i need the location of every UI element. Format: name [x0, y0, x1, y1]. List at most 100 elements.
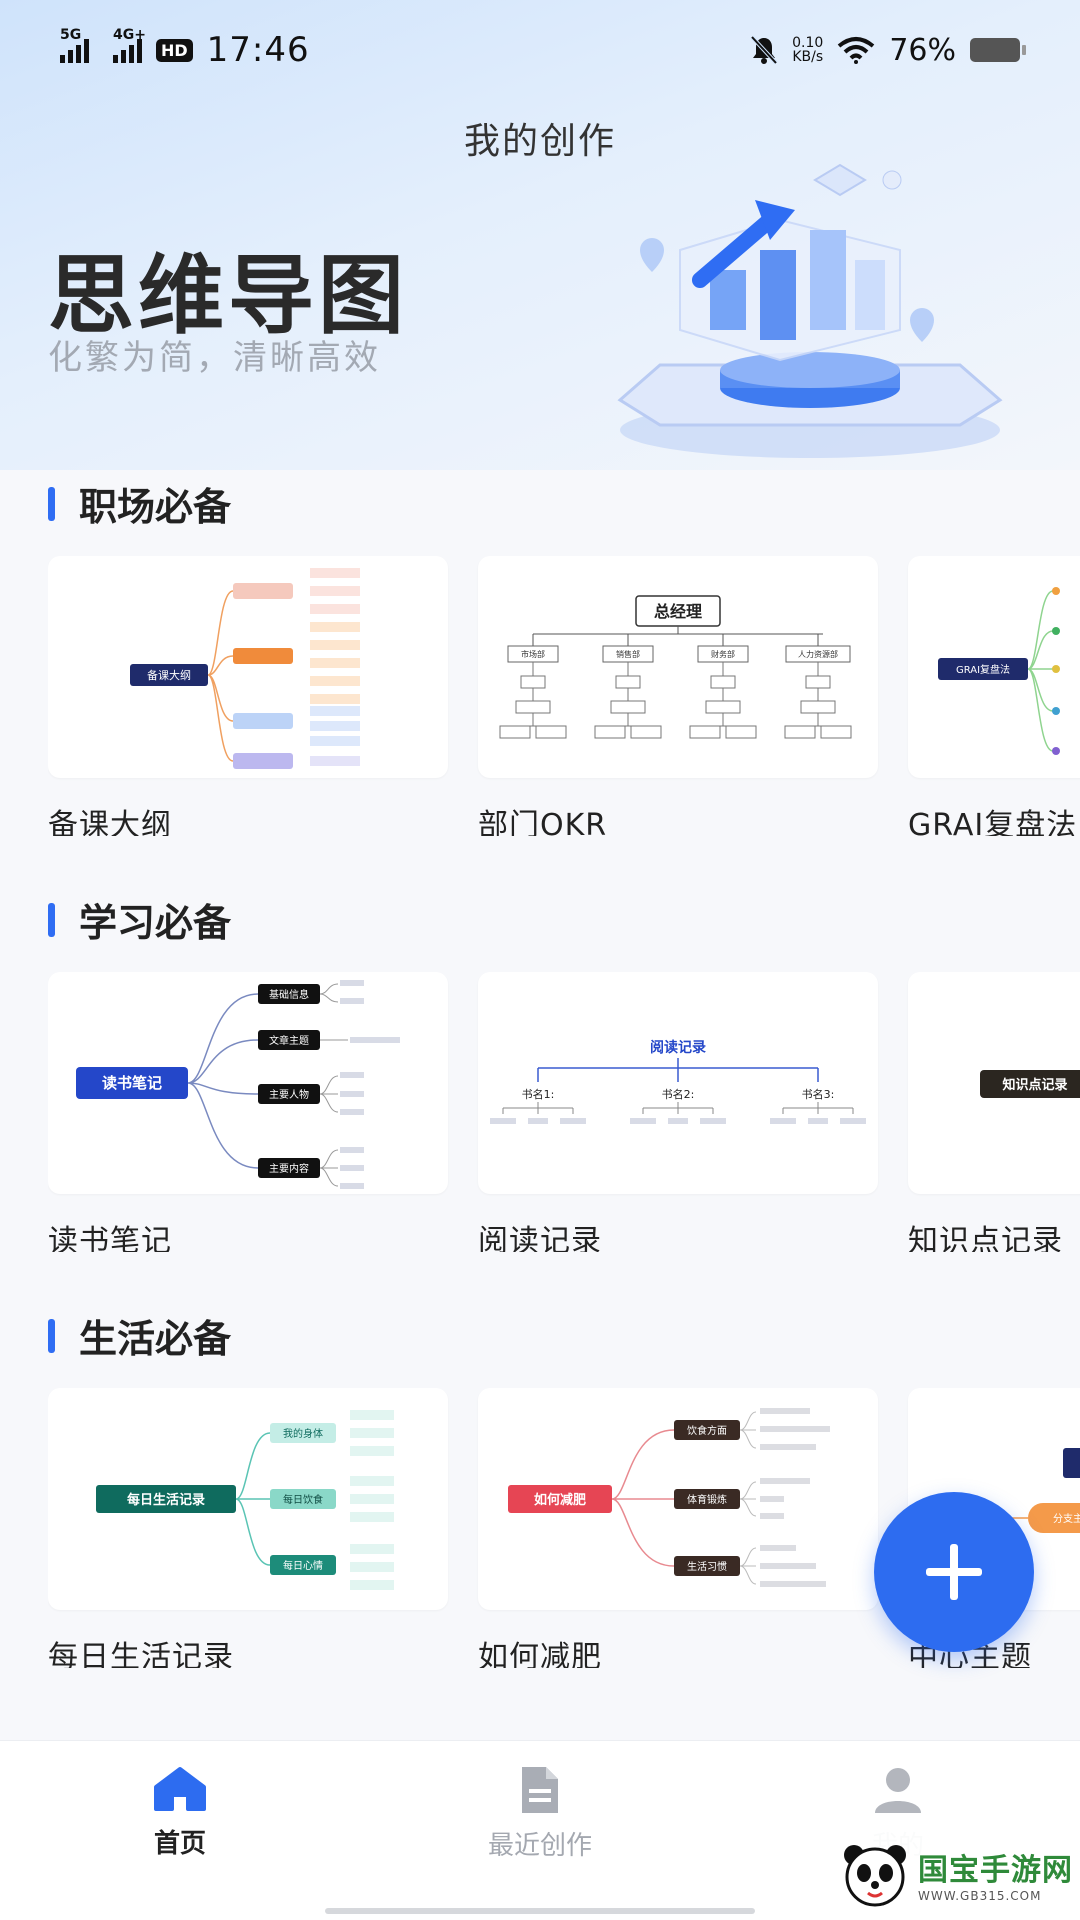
branch-node: 生活习惯: [687, 1560, 727, 1573]
template-card-reading-log[interactable]: 阅读记录 书名1: 书名2: 书名3: 阅读记录: [478, 972, 878, 1252]
clock: 17:46: [206, 30, 310, 70]
network-5g-label: 5G: [60, 27, 82, 43]
branch-node: 每日饮食: [283, 1493, 323, 1506]
dept-node: 财务部: [711, 649, 735, 659]
branch-node: 主要人物: [269, 1088, 309, 1101]
network-speed: 0.10 KB/s: [792, 36, 823, 64]
tree-thumbnail: 阅读记录 书名1: 书名2: 书名3:: [490, 1039, 866, 1124]
card-thumbnail: 每日生活记录 我的身体 每日饮食 每日心情: [48, 1388, 448, 1610]
dept-node: 市场部: [521, 649, 545, 659]
org-chart-thumbnail: 总经理 市场部 销售部 财务部 人力资源部: [499, 595, 852, 739]
card-label: 备课大纲: [48, 808, 172, 836]
template-card-reading-notes[interactable]: 读书笔记 基础信息 文章主题 主要人物 主要内容 读书笔记: [48, 972, 448, 1252]
page-title: 我的创作: [463, 121, 616, 162]
mindmap-root: 读书笔记: [102, 1074, 162, 1092]
watermark-url: WWW.GB315.COM: [918, 1889, 1042, 1903]
branch-node: 我的身体: [283, 1427, 323, 1440]
tree-root: 阅读记录: [650, 1039, 706, 1056]
card-label: 知识点记录: [908, 1224, 1063, 1252]
dept-node: 销售部: [616, 649, 640, 659]
section-marker: [48, 1318, 55, 1353]
section-marker: [48, 902, 55, 937]
book-node: 书名2:: [662, 1087, 695, 1101]
branch-node: 每日心情: [283, 1559, 323, 1572]
tab-home[interactable]: 首页: [80, 1765, 280, 1860]
section-title-text: 职场必备: [79, 485, 232, 529]
branch-node: 主要内容: [269, 1162, 309, 1175]
document-icon: [522, 1767, 558, 1813]
section-title-study: 学习必备: [48, 892, 231, 947]
mindmap-thumbnail: 如何减肥 饮食方面 体育锻炼 生活习惯: [508, 1408, 830, 1587]
status-left: 5G 4G+ HD 17:46: [60, 27, 310, 70]
home-indicator[interactable]: [325, 1908, 755, 1914]
tab-recent[interactable]: 最近创作: [440, 1765, 640, 1862]
card-thumbnail: 读书笔记 基础信息 文章主题 主要人物 主要内容: [48, 972, 448, 1194]
signal-5g-icon: 5G: [60, 27, 89, 63]
section-marker: [48, 486, 55, 521]
card-thumbnail: 如何减肥 饮食方面 体育锻炼 生活习惯: [478, 1388, 878, 1610]
mindmap-thumbnail: 读书笔记 基础信息 文章主题 主要人物 主要内容: [76, 980, 400, 1189]
branch-node: 体育锻炼: [687, 1493, 727, 1506]
card-thumbnail: 备课大纲: [48, 556, 448, 778]
hero-subtitle: 化繁为简，清晰高效: [48, 338, 381, 378]
card-label: 读书笔记: [48, 1224, 172, 1252]
card-thumbnail: 知识点记录: [908, 972, 1080, 1194]
template-card-knowledge-notes[interactable]: 知识点记录 知识点记录: [908, 972, 1080, 1252]
mindmap-thumbnail: GRAI复盘法: [938, 587, 1060, 755]
section-title-text: 学习必备: [79, 901, 232, 945]
mindmap-thumbnail: 知识点记录: [980, 1070, 1080, 1098]
card-label: 每日生活记录: [48, 1640, 234, 1668]
template-card-daily-life[interactable]: 每日生活记录 我的身体 每日饮食 每日心情 每日生活记录: [48, 1388, 448, 1668]
mindmap-thumbnail: 每日生活记录 我的身体 每日饮食 每日心情: [96, 1410, 394, 1590]
dept-node: 人力资源部: [798, 649, 838, 659]
status-bar: 5G 4G+ HD 17:46 0.10 KB/s 76%: [0, 0, 1080, 100]
create-button[interactable]: [874, 1492, 1034, 1652]
mindmap-branch: 分支主题: [1053, 1513, 1080, 1525]
plus-icon: [926, 1544, 982, 1600]
template-card-weight-loss[interactable]: 如何减肥 饮食方面 体育锻炼 生活习惯 如何减肥: [478, 1388, 878, 1668]
wifi-icon: [838, 37, 875, 64]
card-thumbnail: 总经理 市场部 销售部 财务部 人力资源部: [478, 556, 878, 778]
card-label: 阅读记录: [478, 1224, 602, 1252]
mindmap-root: 如何减肥: [534, 1492, 586, 1508]
branch-node: 饮食方面: [687, 1424, 727, 1437]
section-title-life: 生活必备: [48, 1308, 231, 1363]
section-title-workplace: 职场必备: [48, 476, 231, 531]
card-label: GRAI复盘法: [908, 808, 1078, 836]
site-watermark: 国宝手游网 WWW.GB315.COM: [830, 1828, 1080, 1920]
network-4g-label: 4G+: [113, 27, 146, 43]
template-card-lesson-plan[interactable]: 备课大纲 备课大纲: [48, 556, 448, 836]
status-right: 0.10 KB/s 76%: [750, 32, 1026, 68]
hero-title: 思维导图: [48, 246, 408, 346]
watermark-name: 国宝手游网: [918, 1853, 1073, 1888]
book-node: 书名3:: [802, 1087, 835, 1101]
panda-logo-icon: [844, 1845, 906, 1907]
branch-node: 文章主题: [269, 1034, 309, 1047]
card-thumbnail: GRAI复盘法: [908, 556, 1080, 778]
signal-4g-icon: 4G+: [113, 27, 146, 63]
user-icon: [875, 1768, 921, 1813]
home-icon: [154, 1767, 206, 1811]
book-node: 书名1:: [522, 1087, 555, 1101]
tab-label: 最近创作: [487, 1831, 592, 1861]
template-row-workplace: 备课大纲 备课大纲 总经理 市场部 销售部: [48, 556, 1080, 836]
template-card-dept-okr[interactable]: 总经理 市场部 销售部 财务部 人力资源部: [478, 556, 878, 836]
battery-percent: 76%: [889, 32, 956, 68]
card-label: 如何减肥: [478, 1640, 602, 1668]
mindmap-root: 每日生活记录: [127, 1492, 205, 1508]
card-thumbnail: 阅读记录 书名1: 书名2: 书名3:: [478, 972, 878, 1194]
tab-label: 首页: [153, 1829, 206, 1859]
template-card-grai-review[interactable]: GRAI复盘法 GRAI复盘法: [908, 556, 1080, 836]
hd-voice-badge: HD: [156, 38, 193, 62]
hero-chart-illustration: [617, 163, 1003, 458]
bell-muted-icon: [750, 35, 778, 65]
mindmap-root: GRAI复盘法: [956, 663, 1010, 676]
mindmap-root: 知识点记录: [1002, 1077, 1067, 1093]
card-label: 部门OKR: [478, 808, 608, 836]
mindmap-thumbnail: 备课大纲: [130, 568, 360, 769]
org-root: 总经理: [654, 602, 702, 621]
section-title-text: 生活必备: [79, 1317, 232, 1361]
branch-node: 基础信息: [269, 988, 309, 1001]
template-row-study: 读书笔记 基础信息 文章主题 主要人物 主要内容 读书笔记 阅读记录 书名1:: [48, 972, 1080, 1252]
network-speed-unit: KB/s: [792, 49, 824, 65]
